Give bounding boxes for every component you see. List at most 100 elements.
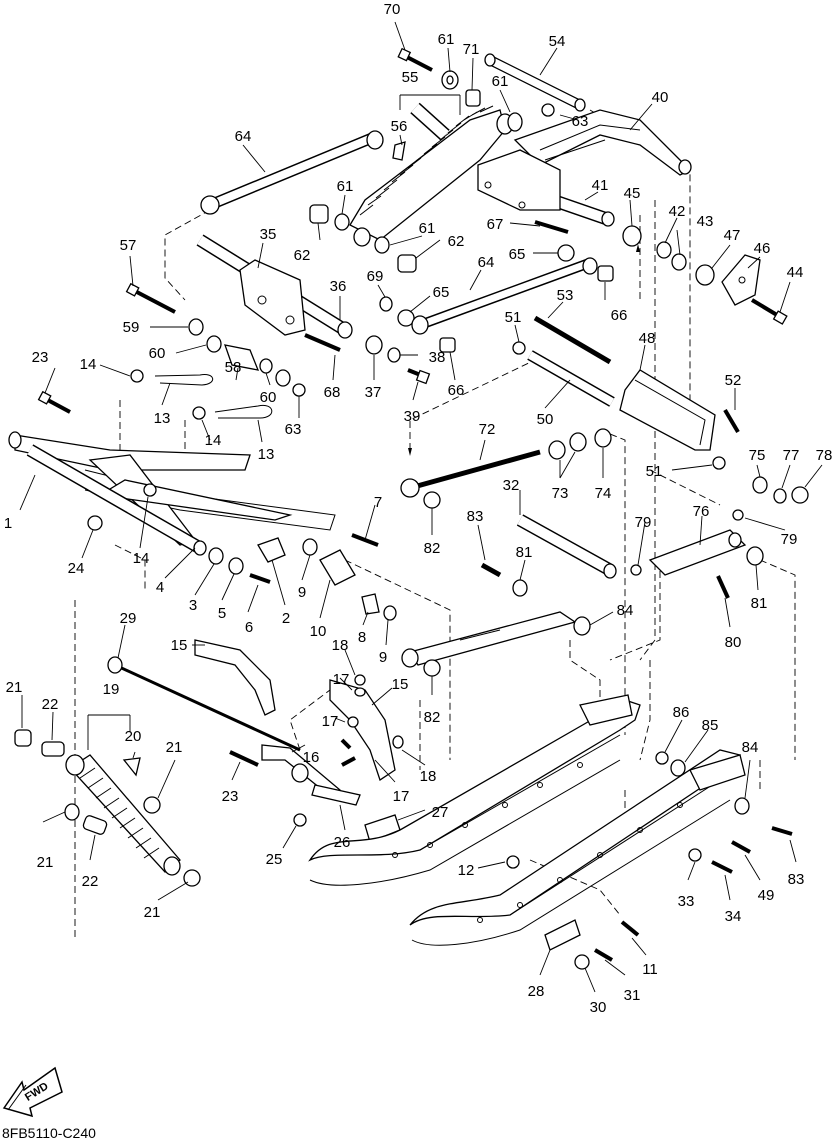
callout-c43: 43 — [697, 213, 714, 230]
callout-c19: 19 — [103, 681, 120, 698]
callout-c16: 16 — [303, 749, 320, 766]
callout-c84b: 84 — [742, 739, 759, 756]
callout-c21c: 21 — [37, 854, 54, 871]
callout-c18a: 18 — [332, 637, 349, 654]
callout-c35: 35 — [260, 226, 277, 243]
callout-c77: 77 — [783, 447, 800, 464]
callout-c54: 54 — [549, 33, 566, 50]
callout-c66a: 66 — [611, 307, 628, 324]
callout-c81b: 81 — [751, 595, 768, 612]
callout-c11: 11 — [642, 961, 658, 978]
callout-c38: 38 — [429, 349, 446, 366]
callout-c67: 67 — [487, 216, 504, 233]
callout-c63b: 63 — [285, 421, 302, 438]
callout-c56: 56 — [391, 118, 408, 135]
callout-c61a: 61 — [438, 31, 455, 48]
callout-c17a: 17 — [333, 671, 350, 688]
callout-c26: 26 — [334, 834, 351, 851]
callout-c76: 76 — [693, 503, 710, 520]
callout-c17c: 17 — [393, 788, 410, 805]
callout-c68: 68 — [324, 384, 341, 401]
callout-c65b: 65 — [433, 284, 450, 301]
callout-c58: 58 — [225, 359, 242, 376]
callout-c47: 47 — [724, 227, 741, 244]
callout-c6: 6 — [245, 619, 253, 636]
callout-c24: 24 — [68, 560, 85, 577]
callout-c78: 78 — [816, 447, 833, 464]
callout-c61d: 61 — [419, 220, 436, 237]
callout-c29: 29 — [120, 610, 137, 627]
callout-c49: 49 — [758, 887, 775, 904]
shock-absorber-55 — [349, 102, 514, 247]
callout-c13a: 13 — [154, 410, 171, 427]
callout-c72: 72 — [479, 421, 496, 438]
callout-c9b: 9 — [379, 649, 387, 666]
callout-c66b: 66 — [448, 382, 465, 399]
callout-c22b: 22 — [82, 873, 99, 890]
callout-c41: 41 — [592, 177, 609, 194]
callout-c55: 55 — [402, 69, 419, 86]
callout-c52: 52 — [725, 372, 742, 389]
callout-c30: 30 — [590, 999, 607, 1016]
callout-c3: 3 — [189, 597, 197, 614]
callout-c42: 42 — [669, 203, 686, 220]
upper-parts — [125, 47, 788, 470]
callout-c79b: 79 — [781, 531, 798, 548]
callout-c80: 80 — [725, 634, 742, 651]
callout-c62b: 62 — [448, 233, 465, 250]
callout-c28: 28 — [528, 983, 545, 1000]
callout-c27: 27 — [432, 804, 449, 821]
callout-c62a: 62 — [294, 247, 311, 264]
callout-numbers: 70 61 71 54 55 61 40 63 64 56 41 45 61 67 42 43 47 4 6 44 61… — [4, 1, 833, 1016]
callout-c75: 75 — [749, 447, 766, 464]
callout-c5: 5 — [218, 605, 226, 622]
callout-c53: 53 — [557, 287, 574, 304]
callout-c71: 71 — [463, 41, 480, 58]
callout-c61b: 61 — [492, 73, 509, 90]
callout-c14c: 14 — [133, 550, 150, 567]
callout-c31: 31 — [624, 987, 641, 1004]
callout-c64a: 64 — [235, 128, 252, 145]
callout-c12: 12 — [458, 862, 475, 879]
callout-c44: 44 — [787, 264, 804, 281]
callout-c14b: 14 — [205, 432, 222, 449]
callout-c70: 70 — [384, 1, 401, 18]
callout-c60b: 60 — [260, 389, 277, 406]
callout-c21d: 21 — [144, 904, 161, 921]
callout-c51b: 51 — [646, 463, 663, 480]
leader-lines — [19, 21, 823, 993]
callout-c61c: 61 — [337, 178, 354, 195]
callout-c13b: 13 — [258, 446, 275, 463]
callout-c84a: 84 — [617, 602, 634, 619]
callout-c65a: 65 — [509, 246, 526, 263]
diagram-code: 8FB5110-C240 — [2, 1125, 96, 1141]
callout-c25: 25 — [266, 851, 283, 868]
callout-c9a: 9 — [298, 584, 306, 601]
callout-c23b: 23 — [222, 788, 239, 805]
callout-c82a: 82 — [424, 540, 441, 557]
callout-c2: 2 — [282, 610, 290, 627]
callout-c15a: 15 — [171, 637, 188, 654]
callout-c86: 86 — [673, 704, 690, 721]
callout-c7: 7 — [374, 494, 382, 511]
callout-c45: 45 — [624, 185, 641, 202]
callout-c17b: 17 — [322, 713, 339, 730]
callout-c34: 34 — [725, 908, 742, 925]
callout-c18b: 18 — [420, 768, 437, 785]
callout-c57: 57 — [120, 237, 137, 254]
callout-c4: 4 — [156, 579, 164, 596]
callout-c40: 40 — [652, 89, 669, 106]
callout-c33: 33 — [678, 893, 695, 910]
callout-c79a: 79 — [635, 514, 652, 531]
fwd-arrow-icon: FWD — [2, 1066, 63, 1118]
shock-absorber-19 — [65, 754, 181, 876]
callout-c14a: 14 — [80, 356, 97, 373]
callout-c83a: 83 — [467, 508, 484, 525]
callout-c21b: 21 — [166, 739, 183, 756]
middle-parts — [8, 369, 809, 677]
callout-c22a: 22 — [42, 696, 59, 713]
callout-c8: 8 — [358, 629, 366, 646]
callout-c50: 50 — [537, 411, 554, 428]
